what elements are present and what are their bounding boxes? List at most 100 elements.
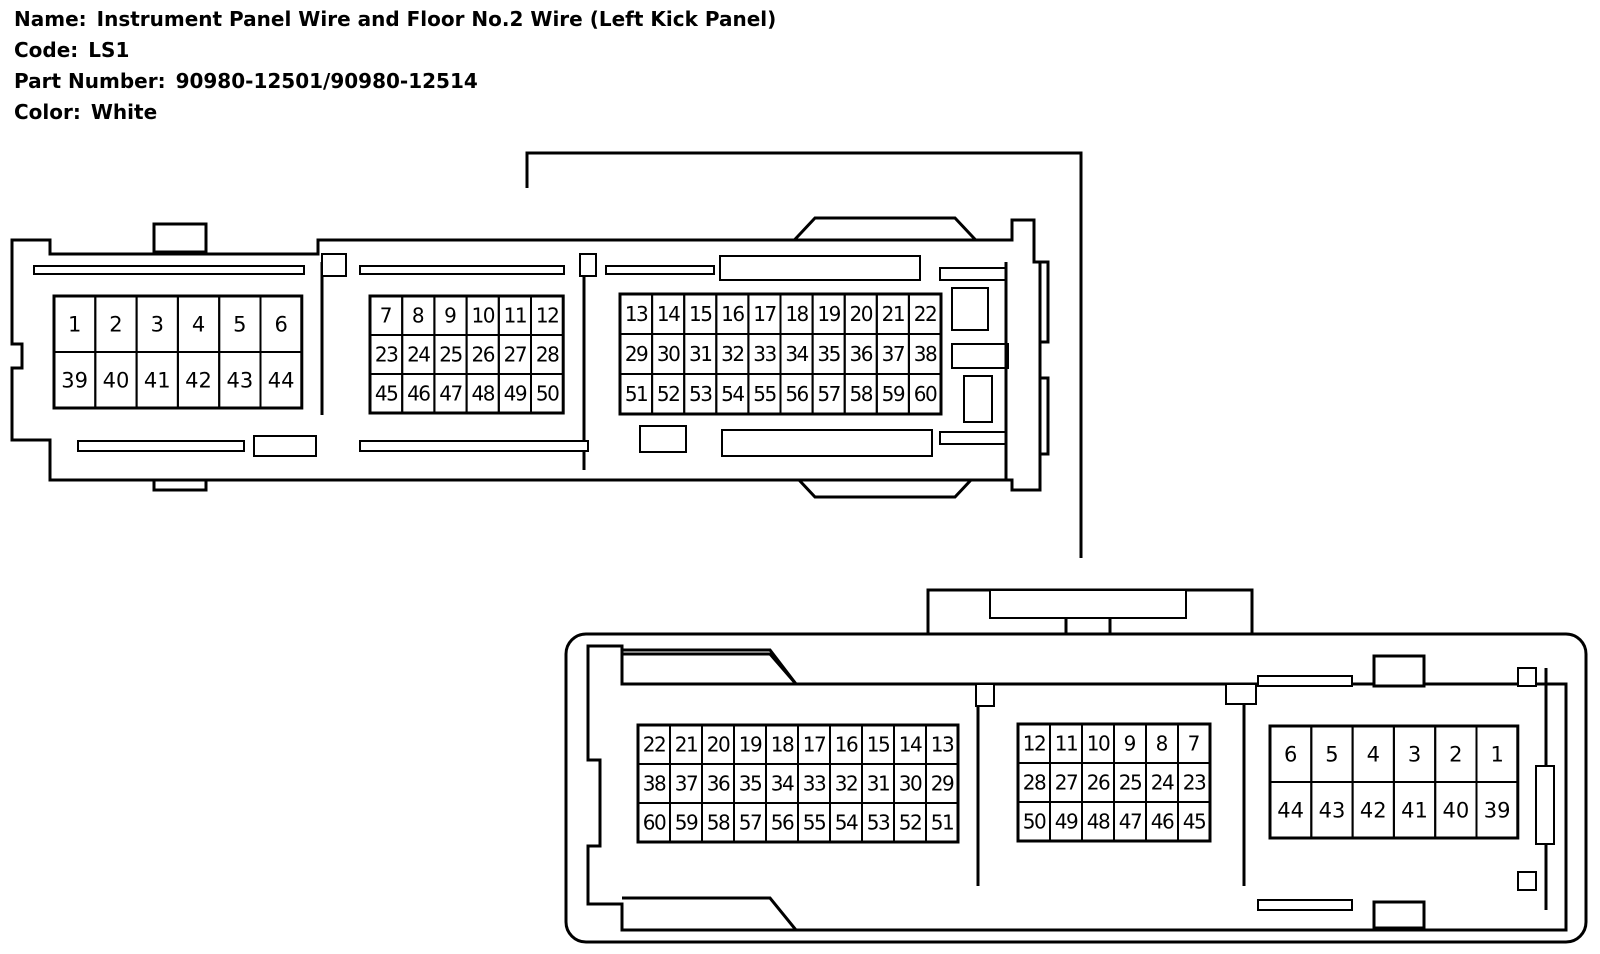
bottom-pin-9: 9 (1124, 732, 1137, 756)
top-end-slot-1 (951, 287, 989, 331)
bottom-chamfer-line-top (622, 652, 800, 686)
name-label: Name: (14, 7, 87, 31)
bottom-pin-28: 28 (1023, 771, 1046, 795)
name-value: Instrument Panel Wire and Floor No.2 Wir… (96, 7, 777, 31)
bottom-pin-20: 20 (707, 733, 730, 757)
bottom-pin-12: 12 (1023, 732, 1045, 756)
bottom-pin-1: 1 (1490, 743, 1503, 767)
top-pin-46: 46 (407, 382, 430, 406)
top-pin-48: 48 (471, 382, 494, 406)
bottom-pin-49: 49 (1055, 810, 1078, 834)
top-pin-49: 49 (504, 382, 527, 406)
bottom-pin-41: 41 (1401, 799, 1428, 823)
top-pin-21: 21 (882, 302, 904, 326)
bottom-pin-cell-39 (1475, 781, 1519, 839)
bottom-pin-51: 51 (931, 811, 953, 835)
bottom-pin-37: 37 (675, 772, 698, 796)
bottom-pin-59: 59 (675, 811, 698, 835)
top-pin-40: 40 (103, 369, 130, 393)
top-pin-7: 7 (380, 304, 393, 328)
top-pin-18: 18 (785, 302, 808, 326)
part-number-value: 90980-12501/90980-12514 (175, 69, 478, 93)
top-pin-26: 26 (471, 343, 494, 367)
top-key-2 (579, 253, 597, 277)
bottom-pin-17: 17 (803, 733, 826, 757)
top-pin-31: 31 (689, 342, 711, 366)
top-pin-60: 60 (914, 382, 937, 406)
top-pin-8: 8 (412, 304, 425, 328)
top-pin-16: 16 (721, 302, 744, 326)
top-pin-6: 6 (274, 313, 287, 337)
bottom-pin-50: 50 (1023, 810, 1046, 834)
bottom-pin-52: 52 (899, 811, 921, 835)
bottom-pin-13: 13 (931, 733, 954, 757)
top-pin-51: 51 (625, 382, 647, 406)
bottom-key-1 (975, 683, 995, 707)
bottom-pin-35: 35 (739, 772, 761, 796)
top-pin-38: 38 (914, 342, 937, 366)
top-pin-27: 27 (504, 343, 527, 367)
name-row: Name: Instrument Panel Wire and Floor No.… (14, 4, 776, 35)
bottom-key-2 (1225, 683, 1257, 705)
bottom-pin-5: 5 (1325, 743, 1338, 767)
bottom-pin-34: 34 (771, 772, 794, 796)
bottom-pin-15: 15 (867, 733, 889, 757)
bottom-pin-26: 26 (1087, 771, 1110, 795)
top-pin-13: 13 (625, 302, 648, 326)
top-end-slot-4 (939, 267, 1007, 281)
bottom-pin-18: 18 (771, 733, 794, 757)
color-label: Color: (14, 100, 81, 124)
code-value: LS1 (88, 38, 130, 62)
top-rail-6 (253, 435, 317, 457)
top-pin-22: 22 (914, 302, 936, 326)
bottom-pin-46: 46 (1151, 810, 1174, 834)
top-pin-29: 29 (625, 342, 648, 366)
top-pin-9: 9 (444, 304, 457, 328)
top-pin-10: 10 (471, 304, 494, 328)
bottom-pin-11: 11 (1055, 732, 1077, 756)
bottom-pin-23: 23 (1183, 771, 1206, 795)
top-pin-34: 34 (785, 342, 808, 366)
top-pin-19: 19 (817, 302, 840, 326)
top-pin-36: 36 (850, 342, 873, 366)
bottom-pin-14: 14 (899, 733, 922, 757)
part-number-row: Part Number:90980-12501/90980-12514 (14, 66, 776, 97)
bottom-right-rail-top (1257, 675, 1353, 687)
top-rail-5 (77, 440, 245, 452)
top-end-slot-5 (939, 431, 1007, 445)
bottom-pin-36: 36 (707, 772, 730, 796)
bottom-pin-7: 7 (1188, 732, 1201, 756)
top-pin-35: 35 (817, 342, 839, 366)
top-pin-3: 3 (151, 313, 164, 337)
bottom-pin-24: 24 (1151, 771, 1174, 795)
bottom-pin-60: 60 (643, 811, 666, 835)
top-rail-3 (605, 265, 715, 275)
top-pin-32: 32 (721, 342, 743, 366)
bottom-pin-57: 57 (739, 811, 762, 835)
color-row: Color: White (14, 97, 776, 128)
top-rail-2 (359, 265, 565, 275)
top-pin-58: 58 (850, 382, 873, 406)
bottom-pin-45: 45 (1183, 810, 1205, 834)
color-value: White (90, 100, 158, 124)
code-label: Code: (14, 38, 79, 62)
top-pin-53: 53 (689, 382, 712, 406)
bottom-pin-3: 3 (1408, 743, 1421, 767)
bottom-end-tab (1535, 765, 1555, 845)
bottom-pin-43: 43 (1319, 799, 1346, 823)
bottom-pin-8: 8 (1156, 732, 1169, 756)
top-pin-39: 39 (61, 369, 88, 393)
top-pin-5: 5 (233, 313, 246, 337)
bottom-pin-48: 48 (1087, 810, 1110, 834)
bottom-pin-42: 42 (1360, 799, 1387, 823)
top-pin-cell-60 (907, 373, 943, 415)
bottom-right-rail-bottom (1257, 899, 1353, 911)
top-rail-7 (359, 440, 589, 452)
bottom-pin-19: 19 (739, 733, 762, 757)
bottom-pin-4: 4 (1367, 743, 1380, 767)
bottom-pin-39: 39 (1484, 799, 1511, 823)
bottom-right-latch-bottom (1372, 900, 1426, 930)
